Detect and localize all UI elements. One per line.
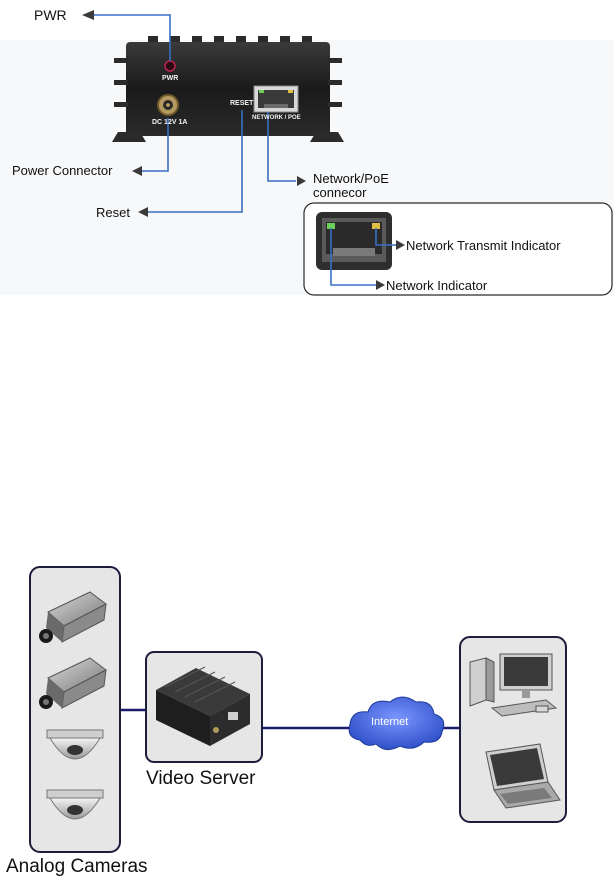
panel-dc-text: DC 12V 1A: [152, 119, 188, 126]
label-network-transmit-indicator: Network Transmit Indicator: [406, 238, 561, 253]
panel-network-poe-text: NETWORK / POE: [252, 115, 301, 121]
label-pwr: PWR: [34, 7, 67, 23]
label-internet: Internet: [371, 716, 409, 728]
laptop-icon: [485, 743, 561, 809]
panel-pwr-text: PWR: [162, 75, 179, 82]
rj45-detail-callout: [303, 202, 613, 296]
label-reset: Reset: [96, 205, 130, 220]
label-video-server: Video Server: [146, 768, 256, 789]
rj45-port: [253, 85, 299, 113]
pwr-led: [164, 60, 176, 72]
label-network-poe-line2: connecor: [313, 185, 367, 200]
label-network-poe: Network/PoE: [313, 171, 389, 186]
callout-lines-top: [92, 14, 296, 213]
dc-power-connector: [157, 94, 179, 116]
dome-camera-1-icon: [46, 729, 104, 760]
analog-cameras-panel: [29, 566, 121, 853]
label-power-connector: Power Connector: [12, 163, 113, 178]
dome-camera-2-icon: [46, 789, 104, 820]
box-camera-2-icon: [39, 657, 107, 709]
desktop-computer-icon: [469, 653, 558, 717]
panel-reset-text: RESET: [230, 100, 254, 107]
box-camera-1-icon: [39, 591, 107, 643]
label-analog-cameras: Analog Cameras: [6, 856, 148, 877]
computers-panel: [459, 636, 567, 823]
video-server-panel: [145, 651, 263, 763]
label-network-indicator: Network Indicator: [386, 278, 488, 293]
callout-lines-detail: [330, 228, 396, 286]
callout-arrowheads-top: [82, 10, 306, 217]
internet-cloud-icon: [348, 696, 445, 750]
video-server-icon: [156, 666, 250, 746]
